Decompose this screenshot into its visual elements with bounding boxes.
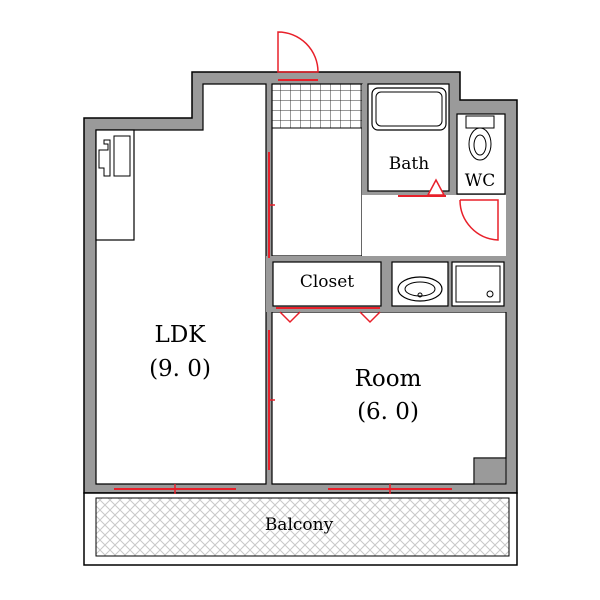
balcony: [83, 492, 518, 566]
ldk-size: (9. 0): [149, 356, 211, 382]
sink-icon: [397, 276, 443, 302]
faucet-icon: [98, 139, 111, 177]
entrance-tiles: [271, 83, 363, 129]
bathtub-icon: [371, 87, 447, 131]
closet-label: Closet: [300, 272, 354, 292]
closet: [266, 256, 388, 312]
bath-room: [362, 83, 452, 196]
balcony-label: Balcony: [265, 515, 334, 535]
entrance-door: [277, 31, 319, 73]
washing-machine-icon: [455, 265, 501, 303]
washroom: [388, 256, 508, 312]
wc-room: [452, 108, 508, 195]
toilet-icon: [465, 115, 495, 161]
openings: [114, 31, 499, 494]
room-label: Room: [355, 366, 422, 392]
wc-label: WC: [465, 171, 495, 191]
kitchen-counter: [95, 129, 135, 241]
pillar: [473, 457, 507, 485]
ldk-label: LDK: [155, 322, 207, 348]
room-size: (6. 0): [357, 399, 419, 425]
interior-floors: [95, 83, 507, 485]
wc-door: [459, 199, 499, 241]
bath-label: Bath: [389, 154, 429, 174]
